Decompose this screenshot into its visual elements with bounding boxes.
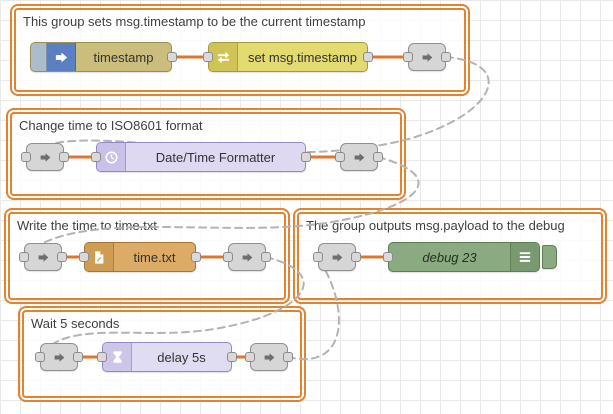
debug-node[interactable]: debug 23: [388, 242, 540, 272]
link-arrow-icon: [422, 52, 432, 62]
debug-list-icon: [510, 243, 539, 271]
port[interactable]: [35, 352, 45, 362]
group-title: This group sets msg.timestamp to be the …: [23, 14, 366, 29]
port[interactable]: [261, 252, 271, 262]
group-title: Wait 5 seconds: [31, 316, 120, 331]
port[interactable]: [227, 352, 237, 362]
port[interactable]: [97, 352, 107, 362]
port[interactable]: [191, 252, 201, 262]
link-in-node[interactable]: [24, 243, 62, 271]
port[interactable]: [441, 52, 451, 62]
group-title: Change time to ISO8601 format: [19, 118, 203, 133]
port[interactable]: [223, 252, 233, 262]
inject-node[interactable]: timestamp: [30, 42, 172, 72]
clock-icon: [97, 143, 126, 171]
link-out-node[interactable]: [228, 243, 266, 271]
link-in-node[interactable]: [26, 143, 64, 171]
port[interactable]: [351, 252, 361, 262]
node-label: delay 5s: [157, 349, 206, 365]
swap-arrows-icon: [209, 43, 238, 71]
port[interactable]: [21, 152, 31, 162]
link-arrow-icon: [242, 252, 252, 262]
group-title: Write the time to time.txt: [17, 218, 157, 233]
link-in-node[interactable]: [40, 343, 78, 371]
port[interactable]: [313, 252, 323, 262]
link-out-node[interactable]: [250, 343, 288, 371]
node-label: timestamp: [93, 49, 154, 65]
link-in-node[interactable]: [318, 243, 356, 271]
link-arrow-icon: [332, 252, 342, 262]
date-time-formatter-node[interactable]: Date/Time Formatter: [96, 142, 306, 172]
file-page-icon: [85, 243, 114, 271]
port[interactable]: [301, 152, 311, 162]
port[interactable]: [245, 352, 255, 362]
port[interactable]: [283, 352, 293, 362]
port[interactable]: [79, 252, 89, 262]
port[interactable]: [57, 252, 67, 262]
debug-toggle-button[interactable]: [542, 245, 557, 269]
port[interactable]: [59, 152, 69, 162]
port[interactable]: [383, 252, 393, 262]
link-wire[interactable]: [287, 257, 340, 360]
link-arrow-icon: [264, 352, 274, 362]
link-wire[interactable]: [39, 256, 305, 357]
port[interactable]: [373, 152, 383, 162]
link-wire[interactable]: [23, 156, 420, 257]
node-label: Date/Time Formatter: [155, 149, 276, 165]
link-arrow-icon: [354, 152, 364, 162]
link-out-node[interactable]: [408, 43, 446, 71]
delay-node[interactable]: delay 5s: [102, 342, 232, 372]
change-node[interactable]: set msg.timestamp: [208, 42, 368, 72]
inject-arrow-icon: [47, 43, 76, 71]
node-label: set msg.timestamp: [247, 49, 358, 65]
port[interactable]: [363, 52, 373, 62]
hourglass-icon: [103, 343, 132, 371]
link-arrow-icon: [40, 152, 50, 162]
file-node[interactable]: time.txt: [84, 242, 196, 272]
node-label: time.txt: [133, 249, 176, 265]
port[interactable]: [203, 52, 213, 62]
port[interactable]: [167, 52, 177, 62]
inject-button[interactable]: [31, 43, 47, 71]
group-title: The group outputs msg.payload to the deb…: [306, 218, 565, 233]
port[interactable]: [403, 52, 413, 62]
port[interactable]: [19, 252, 29, 262]
port[interactable]: [335, 152, 345, 162]
link-arrow-icon: [54, 352, 64, 362]
link-arrow-icon: [38, 252, 48, 262]
port[interactable]: [91, 152, 101, 162]
node-label: debug 23: [422, 249, 477, 265]
port[interactable]: [73, 352, 83, 362]
